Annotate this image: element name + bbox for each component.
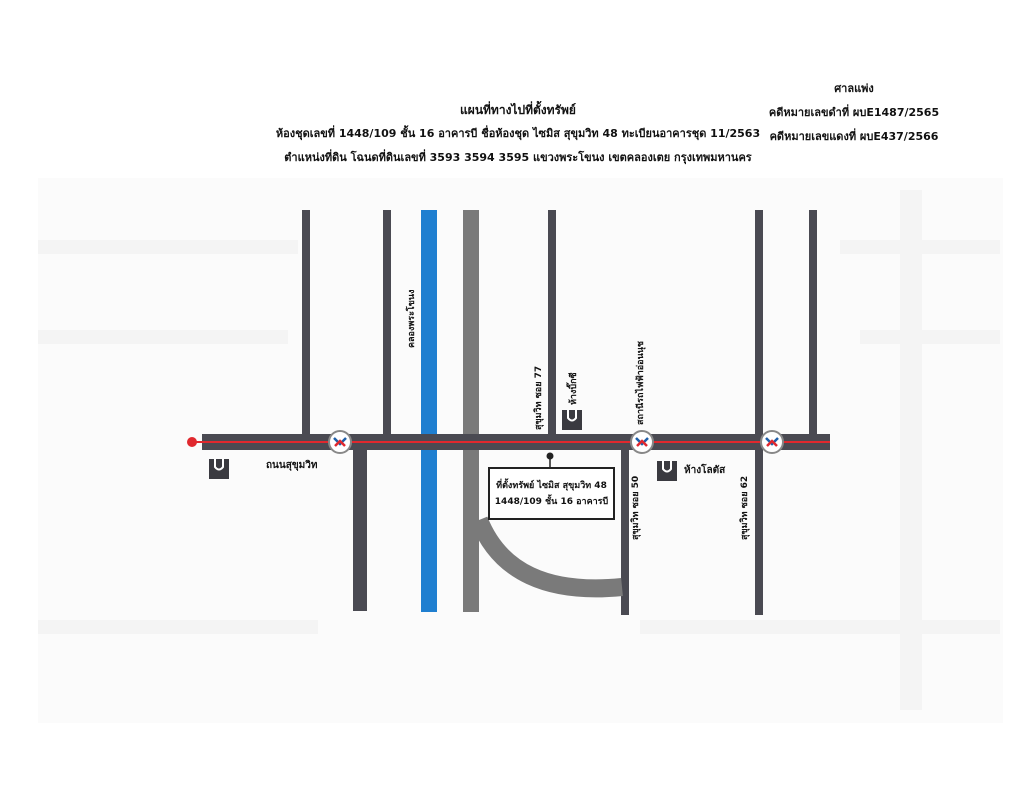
court-name: ศาลแพ่ง (834, 82, 874, 95)
soi-62-road (755, 449, 763, 615)
soi-50-road (621, 449, 629, 615)
background-watermark (38, 178, 1003, 723)
bts-station-icon (328, 430, 352, 454)
soi-77-road (548, 210, 556, 442)
soi-62-label: สุขุมวิท ซอย 62 (740, 475, 750, 540)
court-info: ศาลแพ่ง คดีหมายเลขดำที่ ผบE1487/2565 คดี… (754, 79, 954, 145)
shopping-bag-icon (562, 410, 582, 430)
canal-label: คลองพระโขนง (407, 289, 417, 348)
land-location: ตำแหน่งที่ดิน โฉนดที่ดินเลขที่ 3593 3594… (284, 151, 752, 164)
shopping-bag-icon (209, 459, 229, 479)
side-road-south-1 (353, 449, 367, 611)
expressway (463, 210, 623, 612)
sukhumvit-road-label: ถนนสุขุมวิท (266, 460, 318, 471)
soi-50-label: สุขุมวิท ซอย 50 (631, 475, 641, 540)
side-road-1 (302, 210, 310, 442)
bts-station-icon (630, 430, 654, 454)
bts-onnut-label: สถานีรถไฟฟ้าอ่อนนุช (636, 341, 646, 425)
big-c-label: ห้างบิ๊กซี (569, 372, 579, 405)
side-road-3 (755, 210, 763, 442)
side-road-2 (383, 210, 391, 442)
lotus-label: ห้างโลตัส (684, 465, 726, 476)
map-title: แผนที่ทางไปที่ตั้งทรัพย์ (460, 103, 576, 117)
canal (421, 210, 437, 612)
red-case-number: คดีหมายเลขแดงที่ ผบE437/2566 (769, 130, 939, 143)
property-description: ห้องชุดเลขที่ 1448/109 ชั้น 16 อาคารบี ช… (275, 127, 761, 140)
property-unit: 1448/109 ชั้น 16 อาคารบี (494, 497, 609, 507)
property-location-box: ที่ตั้งทรัพย์ ไซมิส สุขุมวิท 48 1448/109… (488, 467, 615, 520)
side-road-4 (809, 210, 817, 442)
bts-station-icon (760, 430, 784, 454)
bts-line-end-marker (187, 437, 197, 447)
property-name: ที่ตั้งทรัพย์ ไซมิส สุขุมวิท 48 (496, 481, 607, 491)
property-pin-icon (546, 452, 554, 467)
black-case-number: คดีหมายเลขดำที่ ผบE1487/2565 (768, 106, 940, 119)
soi-77-label: สุขุมวิท ซอย 77 (534, 365, 544, 430)
shopping-bag-icon (657, 461, 677, 481)
